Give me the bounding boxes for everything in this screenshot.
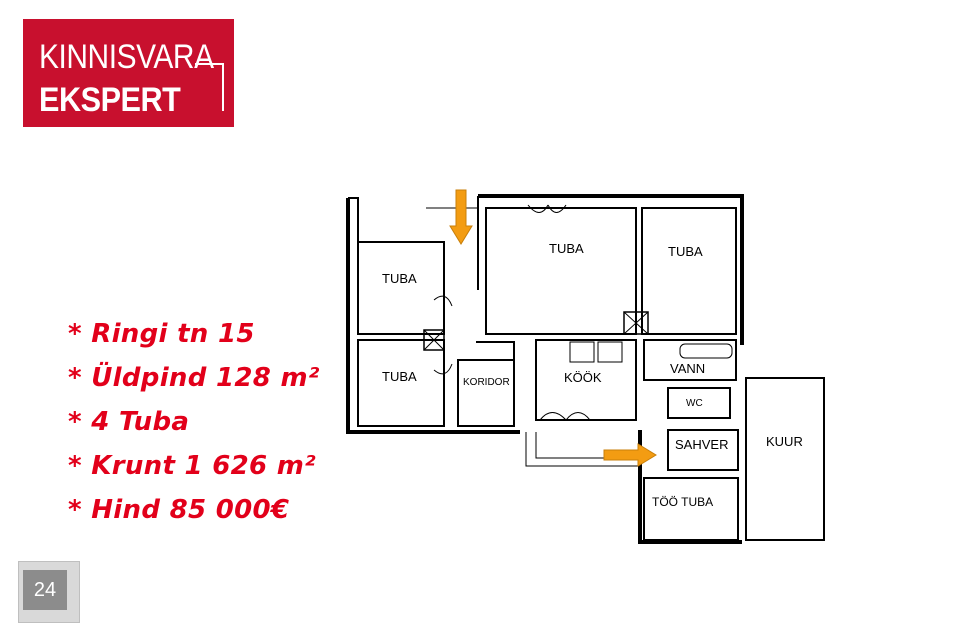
logo-text-line2: EKSPERT bbox=[39, 81, 181, 119]
entrance-arrow-top bbox=[449, 189, 473, 245]
room-too-tuba bbox=[643, 477, 739, 541]
fact-price: * Hind 85 000€ bbox=[68, 495, 290, 525]
room-tuba-left-top bbox=[357, 241, 445, 335]
room-kuur bbox=[745, 377, 825, 541]
logo-text-line1: KINNISVARA bbox=[39, 38, 214, 76]
room-tuba-left-bottom bbox=[357, 339, 445, 427]
room-kook bbox=[535, 339, 637, 421]
page-number: 24 bbox=[23, 570, 67, 610]
label-tuba-left-top: TUBA bbox=[382, 271, 417, 286]
room-vann bbox=[643, 339, 737, 381]
entrance-arrow-right bbox=[603, 443, 657, 467]
fact-total-area: * Üldpind 128 m² bbox=[68, 363, 320, 393]
room-wc bbox=[667, 387, 731, 419]
room-sahver bbox=[667, 429, 739, 471]
room-koridor bbox=[457, 359, 515, 427]
label-wc: WC bbox=[686, 398, 703, 409]
page-number-badge: 24 bbox=[18, 561, 80, 623]
label-sahver: SAHVER bbox=[675, 437, 728, 452]
fact-plot-size: * Krunt 1 626 m² bbox=[68, 451, 316, 481]
label-vann: VANN bbox=[670, 361, 705, 376]
label-kook: KÖÖK bbox=[564, 370, 602, 385]
company-logo: KINNISVARA EKSPERT bbox=[23, 19, 234, 127]
logo-frame-mark bbox=[195, 63, 224, 111]
label-kuur: KUUR bbox=[766, 434, 803, 449]
fact-address: * Ringi tn 15 bbox=[68, 319, 255, 349]
label-tuba-left-bottom: TUBA bbox=[382, 369, 417, 384]
label-koridor: KORIDOR bbox=[463, 377, 510, 388]
fact-rooms: * 4 Tuba bbox=[68, 407, 190, 437]
room-tuba-right bbox=[641, 207, 737, 335]
room-tuba-center bbox=[485, 207, 637, 335]
label-too-tuba: TÖÖ TUBA bbox=[652, 495, 713, 509]
label-tuba-right: TUBA bbox=[668, 244, 703, 259]
label-tuba-center: TUBA bbox=[549, 241, 584, 256]
property-facts-list: * Ringi tn 15 * Üldpind 128 m² * 4 Tuba … bbox=[68, 312, 320, 532]
